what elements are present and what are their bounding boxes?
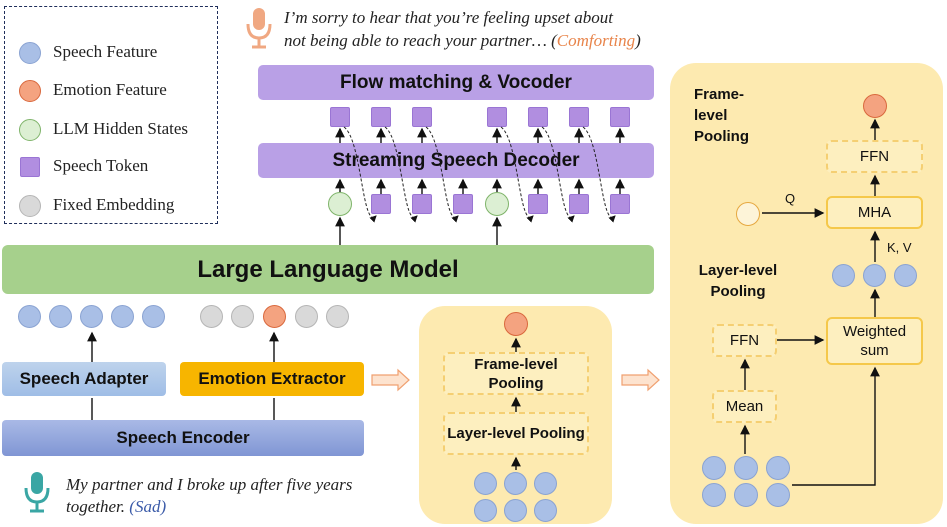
- legend: Speech Feature Emotion Feature LLM Hidde…: [4, 6, 218, 224]
- mid-speech-feature: [474, 499, 497, 522]
- right-speech-feature: [702, 483, 726, 507]
- output-speech-token: [569, 107, 589, 127]
- speech-token-legend-icon: [20, 157, 40, 177]
- key-value-label: K, V: [887, 240, 912, 255]
- mid-layer-level-pooling: Layer-level Pooling: [443, 412, 589, 455]
- right-speech-feature: [766, 483, 790, 507]
- weighted-sum-block: Weighted sum: [826, 317, 923, 365]
- right-emotion-feature: [863, 94, 887, 118]
- input-emotion: (Sad): [129, 497, 167, 516]
- legend-label-speech: Speech Feature: [53, 42, 158, 61]
- query-label: Q: [785, 191, 796, 206]
- output-speech-token: [330, 107, 350, 127]
- output-speech-token: [528, 107, 548, 127]
- response-line-1: I’m sorry to hear that you’re feeling up…: [284, 8, 613, 27]
- mid-speech-feature: [534, 472, 557, 495]
- layer-feature: [863, 264, 886, 287]
- right-speech-feature: [702, 456, 726, 480]
- output-speech-token: [610, 107, 630, 127]
- mha-block: MHA: [826, 196, 923, 229]
- input-speech-token: [453, 194, 473, 214]
- input-speech-token: [569, 194, 589, 214]
- output-speech-token: [487, 107, 507, 127]
- speech-encoder-block: Speech Encoder: [2, 420, 364, 456]
- output-speech-token: [412, 107, 432, 127]
- legend-label-token: Speech Token: [53, 156, 149, 175]
- legend-label-emotion: Emotion Feature: [53, 80, 167, 99]
- right-ffn: FFN: [712, 324, 777, 357]
- right-speech-feature: [766, 456, 790, 480]
- right-ffn-top: FFN: [826, 140, 923, 173]
- input-speech-token: [412, 194, 432, 214]
- input-text: My partner and I broke up after five yea…: [66, 474, 352, 518]
- right-speech-feature: [734, 483, 758, 507]
- fixed-embedding: [231, 305, 254, 328]
- mid-frame-level-pooling: Frame-level Pooling: [443, 352, 589, 395]
- fixed-embedding: [295, 305, 318, 328]
- layer-feature: [894, 264, 917, 287]
- fixed-embedding: [326, 305, 349, 328]
- speech-feature: [111, 305, 134, 328]
- emotion-feature: [263, 305, 286, 328]
- emotion-feature-legend-icon: [19, 80, 41, 102]
- fixed-embedding: [200, 305, 223, 328]
- input-line-1: My partner and I broke up after five yea…: [66, 475, 353, 494]
- layer-feature: [832, 264, 855, 287]
- speech-feature: [80, 305, 103, 328]
- legend-label-fixed: Fixed Embedding: [53, 195, 175, 214]
- flow-matching-vocoder-block: Flow matching & Vocoder: [258, 65, 654, 100]
- large-language-model-block: Large Language Model: [2, 245, 654, 294]
- llm-hidden-state: [485, 192, 509, 216]
- llm-hidden-state: [328, 192, 352, 216]
- speech-feature: [142, 305, 165, 328]
- emotion-extractor-block: Emotion Extractor: [180, 362, 364, 396]
- input-line-2: together. (Sad): [66, 497, 167, 516]
- input-speech-token: [528, 194, 548, 214]
- query-embedding: [736, 202, 760, 226]
- response-line-2: not being able to reach your partner… (C…: [284, 31, 641, 50]
- mid-speech-feature: [504, 472, 527, 495]
- mid-speech-feature: [474, 472, 497, 495]
- microphone-icon-input: [24, 472, 50, 513]
- fixed-embedding-legend-icon: [19, 195, 41, 217]
- hidden-state-legend-icon: [19, 119, 41, 141]
- speech-feature-legend-icon: [19, 42, 41, 64]
- legend-label-hidden: LLM Hidden States: [53, 119, 189, 138]
- microphone-icon-output: [246, 8, 272, 49]
- mid-speech-feature: [534, 499, 557, 522]
- input-speech-token: [371, 194, 391, 214]
- pooling-detail-panel: [670, 63, 943, 524]
- output-speech-token: [371, 107, 391, 127]
- mid-speech-feature: [504, 499, 527, 522]
- speech-feature: [18, 305, 41, 328]
- mean-block: Mean: [712, 390, 777, 423]
- response-text: I’m sorry to hear that you’re feeling up…: [284, 6, 641, 52]
- speech-adapter-block: Speech Adapter: [2, 362, 166, 396]
- layer-level-pooling-title: Layer-level Pooling: [698, 262, 778, 300]
- frame-level-pooling-title: Frame-level Pooling: [694, 86, 749, 145]
- response-emotion: Comforting: [556, 31, 636, 50]
- right-speech-feature: [734, 456, 758, 480]
- speech-feature: [49, 305, 72, 328]
- input-speech-token: [610, 194, 630, 214]
- streaming-speech-decoder-block: Streaming Speech Decoder: [258, 143, 654, 178]
- mid-emotion-feature: [504, 312, 528, 336]
